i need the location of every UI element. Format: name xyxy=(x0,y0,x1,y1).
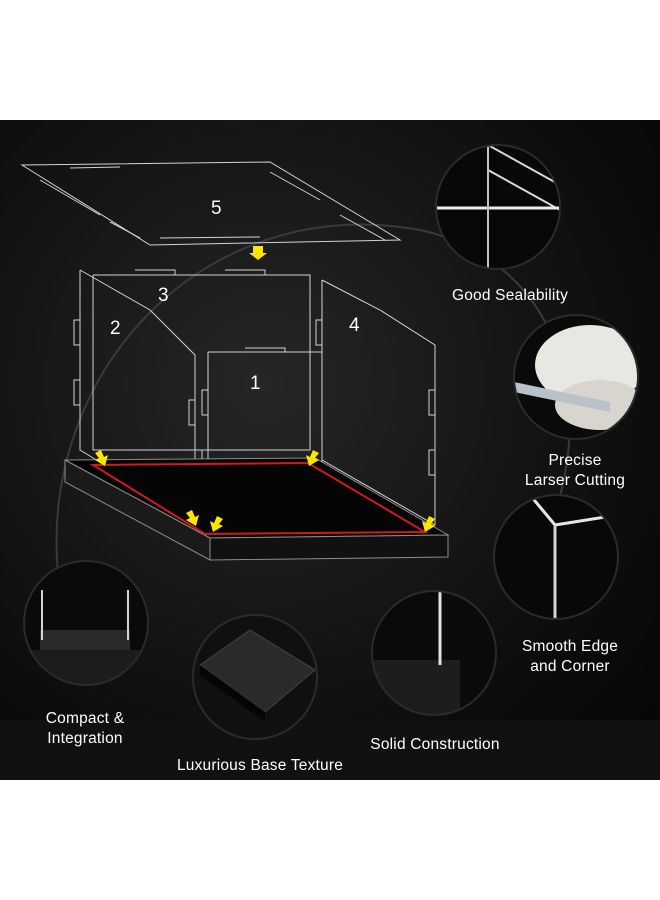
label-smooth-edge: Smooth Edge xyxy=(521,638,619,655)
panel-number-4: 4 xyxy=(349,315,360,336)
panel-number-5: 5 xyxy=(211,198,222,219)
laser-cutting-photo xyxy=(514,315,638,439)
display-case-illustration xyxy=(0,144,660,780)
label-integration: Integration xyxy=(47,730,123,747)
floor-band xyxy=(0,720,660,780)
assembly-arrows xyxy=(95,246,435,532)
label-laser-cutting: Larser Cutting xyxy=(524,472,626,489)
label-luxurious-base-texture: Luxurious Base Texture xyxy=(176,757,344,774)
panel-number-1: 1 xyxy=(250,373,261,394)
panel-number-2: 2 xyxy=(110,318,121,339)
label-good-sealability: Good Sealability xyxy=(451,287,569,304)
smooth-edge-photo xyxy=(494,495,618,619)
label-and-corner: and Corner xyxy=(530,658,610,675)
panel-number-3: 3 xyxy=(158,285,169,306)
base-plate xyxy=(64,457,450,561)
label-compact: Compact & xyxy=(45,710,125,727)
label-solid-construction: Solid Construction xyxy=(370,736,500,753)
sealability-photo xyxy=(436,145,560,269)
back-panel-3 xyxy=(92,269,311,451)
lid-panel-5 xyxy=(20,161,402,246)
base-texture-photo xyxy=(193,615,317,739)
left-panel-2 xyxy=(73,269,196,521)
product-feature-image: 5 3 2 4 1 Good Sealability Precise Larse… xyxy=(0,120,660,780)
label-precise: Precise xyxy=(548,452,602,469)
